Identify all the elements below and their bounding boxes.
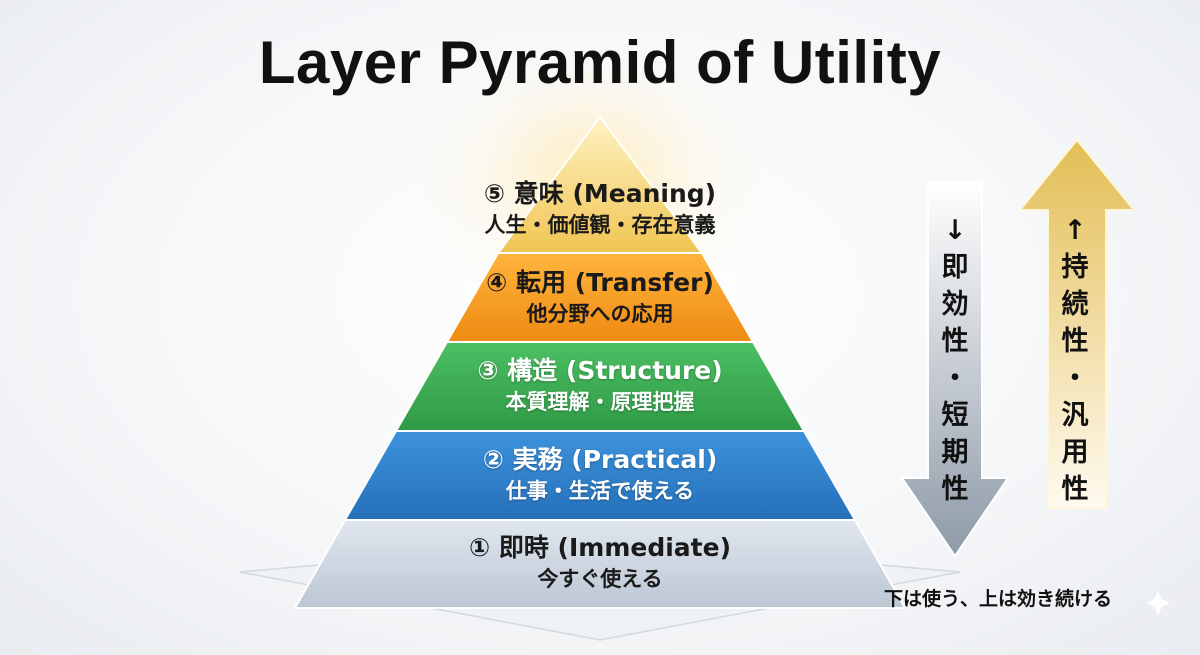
up-arrow-char: 汎	[1061, 400, 1089, 431]
layer-3-label: ③ 構造 (Structure)	[477, 356, 723, 385]
layer-4-sublabel: 他分野への応用	[526, 302, 674, 326]
layer-4-label: ④ 転用 (Transfer)	[486, 268, 714, 297]
layer-5-sublabel: 人生・価値観・存在意義	[484, 213, 716, 237]
down-arrow-char: 期	[941, 437, 969, 468]
layer-2-sublabel: 仕事・生活で使える	[505, 479, 695, 503]
up-arrow-glyph: ↑	[1063, 215, 1087, 246]
up-arrow-label: ↑ 持 続 性 ・ 汎 用 性	[1055, 212, 1095, 508]
down-arrow-label: ↓ 即 効 性 ・ 短 期 性	[935, 212, 975, 508]
layer-1-text: ① 即時 (Immediate) 今すぐ使える	[390, 532, 810, 594]
down-arrow-char: ・	[941, 363, 969, 394]
up-arrow-char: ・	[1061, 363, 1089, 394]
page-title: Layer Pyramid of Utility	[258, 29, 942, 96]
sparkle-icon	[1146, 591, 1170, 615]
down-arrow-char: 即	[941, 252, 969, 283]
layer-5-label: ⑤ 意味 (Meaning)	[483, 179, 717, 208]
bottom-caption: 下は使う、上は効き続ける	[884, 588, 1113, 610]
down-arrow-shape	[900, 181, 1010, 558]
up-arrow-char: 用	[1061, 437, 1089, 468]
layer-5-band	[496, 115, 704, 254]
up-arrow-char: 性	[1061, 326, 1089, 357]
layer-4-text: ④ 転用 (Transfer) 他分野への応用	[390, 267, 810, 329]
layer-3-sublabel: 本質理解・原理把握	[505, 390, 695, 414]
down-arrow-glyph: ↓	[943, 215, 967, 246]
layer-5-text: ⑤ 意味 (Meaning) 人生・価値観・存在意義	[390, 178, 810, 240]
down-arrow-char: 性	[941, 474, 969, 505]
up-arrow-char: 持	[1061, 252, 1089, 283]
down-arrow-char: 効	[941, 289, 969, 320]
down-arrow-char: 性	[941, 326, 969, 357]
layer-1-label: ① 即時 (Immediate)	[468, 533, 732, 562]
layer-3-text: ③ 構造 (Structure) 本質理解・原理把握	[390, 355, 810, 417]
up-arrow-char: 性	[1061, 474, 1089, 505]
up-arrow-shape	[1017, 138, 1137, 509]
layer-2-label: ② 実務 (Practical)	[482, 445, 718, 474]
layer-2-text: ② 実務 (Practical) 仕事・生活で使える	[390, 444, 810, 506]
layer-1-sublabel: 今すぐ使える	[537, 567, 663, 591]
up-arrow-char: 続	[1061, 289, 1089, 320]
down-arrow-char: 短	[941, 400, 969, 431]
